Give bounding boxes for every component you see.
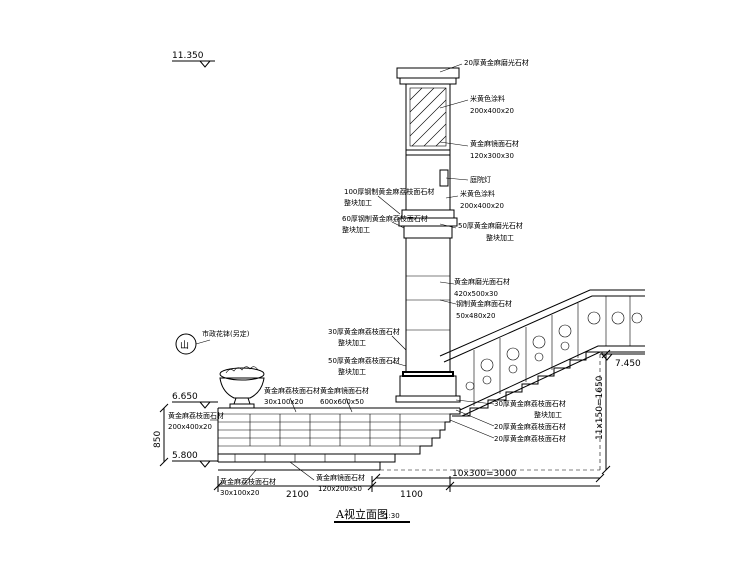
dim-1650-label: 11x150=1650 (595, 375, 605, 440)
callout-29: 200x400x20 (168, 423, 212, 431)
drawing-title-text: A视立面图 (335, 507, 388, 521)
callout-16: 420x500x30 (454, 290, 498, 298)
drawing-scale: 1:30 (384, 512, 400, 520)
callout-20: 整块加工 (338, 338, 366, 347)
callout-34: 黄金麻荔枝面石材 (220, 477, 276, 486)
callout-30: 30厚黄金麻荔枝面石材 (494, 399, 566, 408)
dim-1650: 11x150=1650 (595, 349, 611, 475)
callout-12: 整块加工 (342, 225, 370, 234)
callout-5: 120x300x30 (470, 152, 514, 160)
callout-3: 200x400x20 (470, 107, 514, 115)
dim-2100-label: 2100 (286, 490, 309, 500)
callout-31: 整块加工 (534, 410, 562, 419)
callout-35: 30x100x20 (220, 489, 259, 497)
level-marker-left-upper: 6.650 (172, 392, 218, 409)
callout-15: 黄金麻磨光面石材 (454, 277, 510, 286)
column (395, 67, 461, 403)
callout-11: 60厚钢制黄金麻荔枝面石材 (342, 214, 428, 223)
callout-33: 20厚黄金麻荔枝面石材 (494, 434, 566, 443)
callout-7: 米黄色涂料 (460, 189, 495, 198)
drawing-title: A视立面图 1:30 (334, 507, 410, 523)
dim-3000: 10x300=3000 (371, 469, 605, 483)
callout-6: 庭院灯 (470, 175, 491, 184)
left-platform (217, 407, 461, 471)
dim-850: 850 (153, 403, 169, 467)
callout-1: 20厚黄金麻磨光石材 (464, 58, 529, 67)
callout-13: 50厚黄金麻磨光石材 (458, 221, 523, 230)
section-symbol: 山 (175, 333, 197, 355)
callout-4: 黄金麻镜面石材 (470, 139, 519, 148)
level-marker-right: 7.450 (600, 353, 645, 369)
callout-19: 30厚黄金麻荔枝面石材 (328, 327, 400, 336)
callout-17: 钢制黄金麻面石材 (456, 299, 512, 308)
callout-25: 30x100x20 (264, 398, 303, 406)
level-top-label: 11.350 (172, 51, 204, 61)
callout-24: 黄金麻荔枝面石材 (264, 386, 320, 395)
level-marker-top: 11.350 (172, 51, 215, 68)
callout-21: 50厚黄金麻荔枝面石材 (328, 356, 400, 365)
callout-2: 米黄色涂料 (470, 94, 505, 103)
level-right-label: 7.450 (615, 359, 641, 369)
dim-1100-label: 1100 (400, 490, 423, 500)
dim-bottom: 2100 1100 (213, 476, 600, 500)
callout-37: 120x200x50 (318, 485, 362, 493)
right-stair (380, 289, 645, 471)
callout-32: 20厚黄金麻荔枝面石材 (494, 422, 566, 431)
callout-8: 200x400x20 (460, 202, 504, 210)
callout-23: 市政花钵(另定) (202, 329, 250, 338)
callout-14: 整块加工 (486, 233, 514, 242)
callout-36: 黄金麻镜面石材 (316, 473, 365, 482)
callout-22: 整块加工 (338, 367, 366, 376)
callout-9: 100厚钢制黄金麻荔枝面石材 (344, 187, 434, 196)
dim-3000-label: 10x300=3000 (452, 469, 517, 479)
leader-lines (195, 63, 495, 485)
callout-28: 黄金麻荔枝面石材 (168, 411, 224, 420)
callout-10: 整块加工 (344, 198, 372, 207)
section-symbol-label: 山 (180, 340, 189, 351)
callout-26: 黄金麻镜面石材 (320, 386, 369, 395)
level-left-upper-label: 6.650 (172, 392, 198, 402)
level-marker-left-lower: 5.800 (172, 451, 218, 468)
callout-27: 600x600x50 (320, 398, 364, 406)
level-left-lower-label: 5.800 (172, 451, 198, 461)
callouts: 20厚黄金麻磨光石材 米黄色涂料 200x400x20 黄金麻镜面石材 120x… (168, 58, 566, 497)
callout-18: 50x480x20 (456, 312, 495, 320)
dim-850-label: 850 (153, 431, 163, 448)
flower-pot (219, 366, 265, 409)
